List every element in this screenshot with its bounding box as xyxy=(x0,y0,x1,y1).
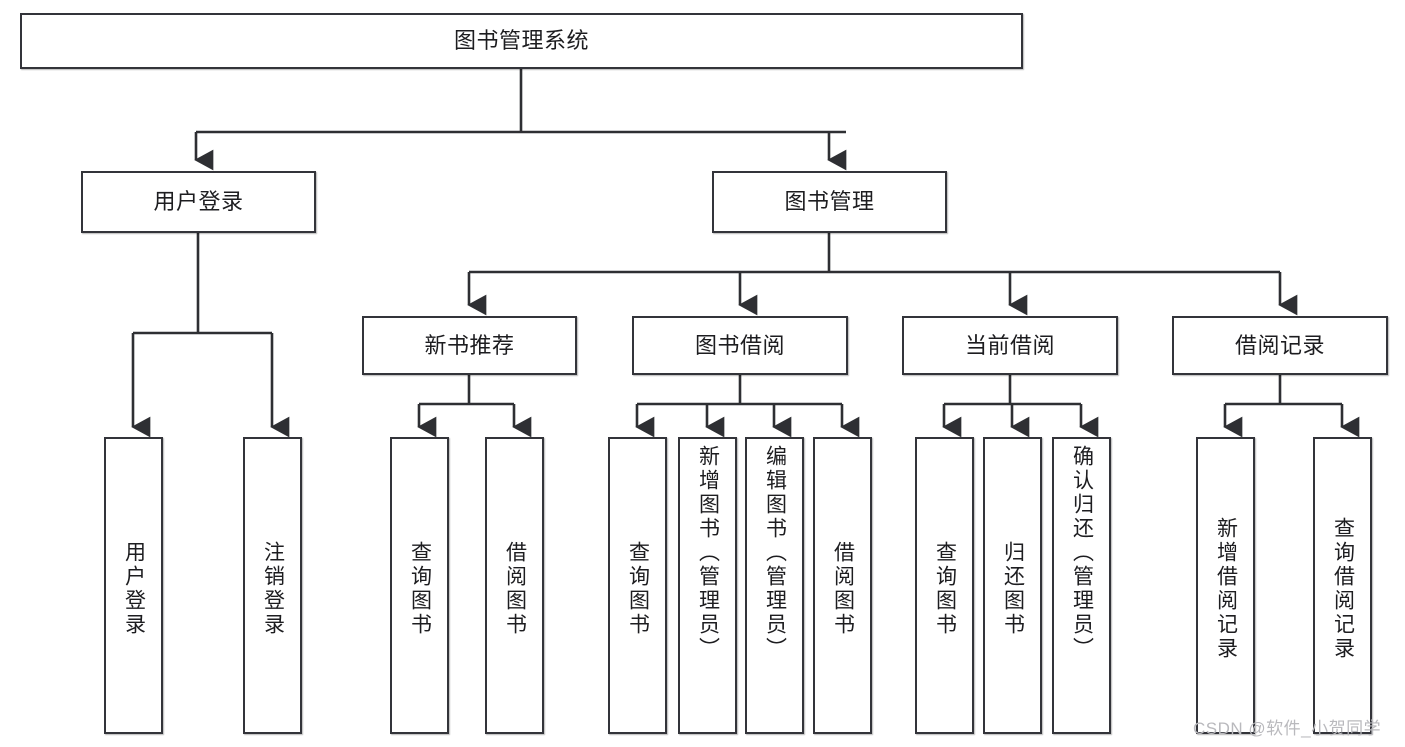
node-leaf-edit-book-label: 编辑图书（管理员） xyxy=(763,445,787,661)
node-borrow-record[interactable]: 借阅记录 xyxy=(1172,316,1388,375)
node-leaf-edit-book[interactable]: 编辑图书（管理员） xyxy=(745,437,804,734)
node-root-label: 图书管理系统 xyxy=(453,28,589,54)
node-leaf-query-book-1-label: 查询图书 xyxy=(408,540,432,637)
node-new-book-recommend[interactable]: 新书推荐 xyxy=(362,316,577,375)
node-leaf-user-login-label: 用户登录 xyxy=(122,540,146,637)
node-leaf-query-book-3[interactable]: 查询图书 xyxy=(915,437,974,734)
node-leaf-user-login[interactable]: 用户登录 xyxy=(104,437,163,734)
node-book-borrow-label: 图书借阅 xyxy=(694,332,785,358)
node-root[interactable]: 图书管理系统 xyxy=(20,13,1023,69)
node-leaf-query-book-2[interactable]: 查询图书 xyxy=(608,437,667,734)
node-borrow-record-label: 借阅记录 xyxy=(1234,332,1325,358)
node-leaf-return-book-label: 归还图书 xyxy=(1001,540,1025,637)
node-leaf-query-book-1[interactable]: 查询图书 xyxy=(390,437,449,734)
node-user-login-label: 用户登录 xyxy=(153,189,244,215)
node-leaf-logout[interactable]: 注销登录 xyxy=(243,437,302,734)
node-book-borrow[interactable]: 图书借阅 xyxy=(632,316,848,375)
node-leaf-query-record[interactable]: 查询借阅记录 xyxy=(1313,437,1372,734)
node-current-borrow[interactable]: 当前借阅 xyxy=(902,316,1118,375)
node-book-management[interactable]: 图书管理 xyxy=(712,171,947,233)
node-leaf-confirm-return-label: 确认归还（管理员） xyxy=(1070,445,1094,661)
node-leaf-borrow-book-2[interactable]: 借阅图书 xyxy=(813,437,872,734)
node-leaf-logout-label: 注销登录 xyxy=(261,540,285,637)
node-leaf-return-book[interactable]: 归还图书 xyxy=(983,437,1042,734)
node-book-management-label: 图书管理 xyxy=(784,189,875,215)
node-current-borrow-label: 当前借阅 xyxy=(964,332,1055,358)
node-leaf-add-record[interactable]: 新增借阅记录 xyxy=(1196,437,1255,734)
node-new-book-recommend-label: 新书推荐 xyxy=(424,332,515,358)
node-leaf-add-record-label: 新增借阅记录 xyxy=(1214,516,1238,661)
node-leaf-confirm-return[interactable]: 确认归还（管理员） xyxy=(1052,437,1111,734)
node-leaf-borrow-book-2-label: 借阅图书 xyxy=(831,540,855,637)
node-leaf-add-book-label: 新增图书（管理员） xyxy=(696,445,720,661)
node-leaf-query-book-3-label: 查询图书 xyxy=(933,540,957,637)
node-leaf-borrow-book-1-label: 借阅图书 xyxy=(503,540,527,637)
node-user-login[interactable]: 用户登录 xyxy=(81,171,316,233)
node-leaf-add-book[interactable]: 新增图书（管理员） xyxy=(678,437,737,734)
node-leaf-query-record-label: 查询借阅记录 xyxy=(1331,516,1355,661)
node-leaf-borrow-book-1[interactable]: 借阅图书 xyxy=(485,437,544,734)
node-leaf-query-book-2-label: 查询图书 xyxy=(626,540,650,637)
